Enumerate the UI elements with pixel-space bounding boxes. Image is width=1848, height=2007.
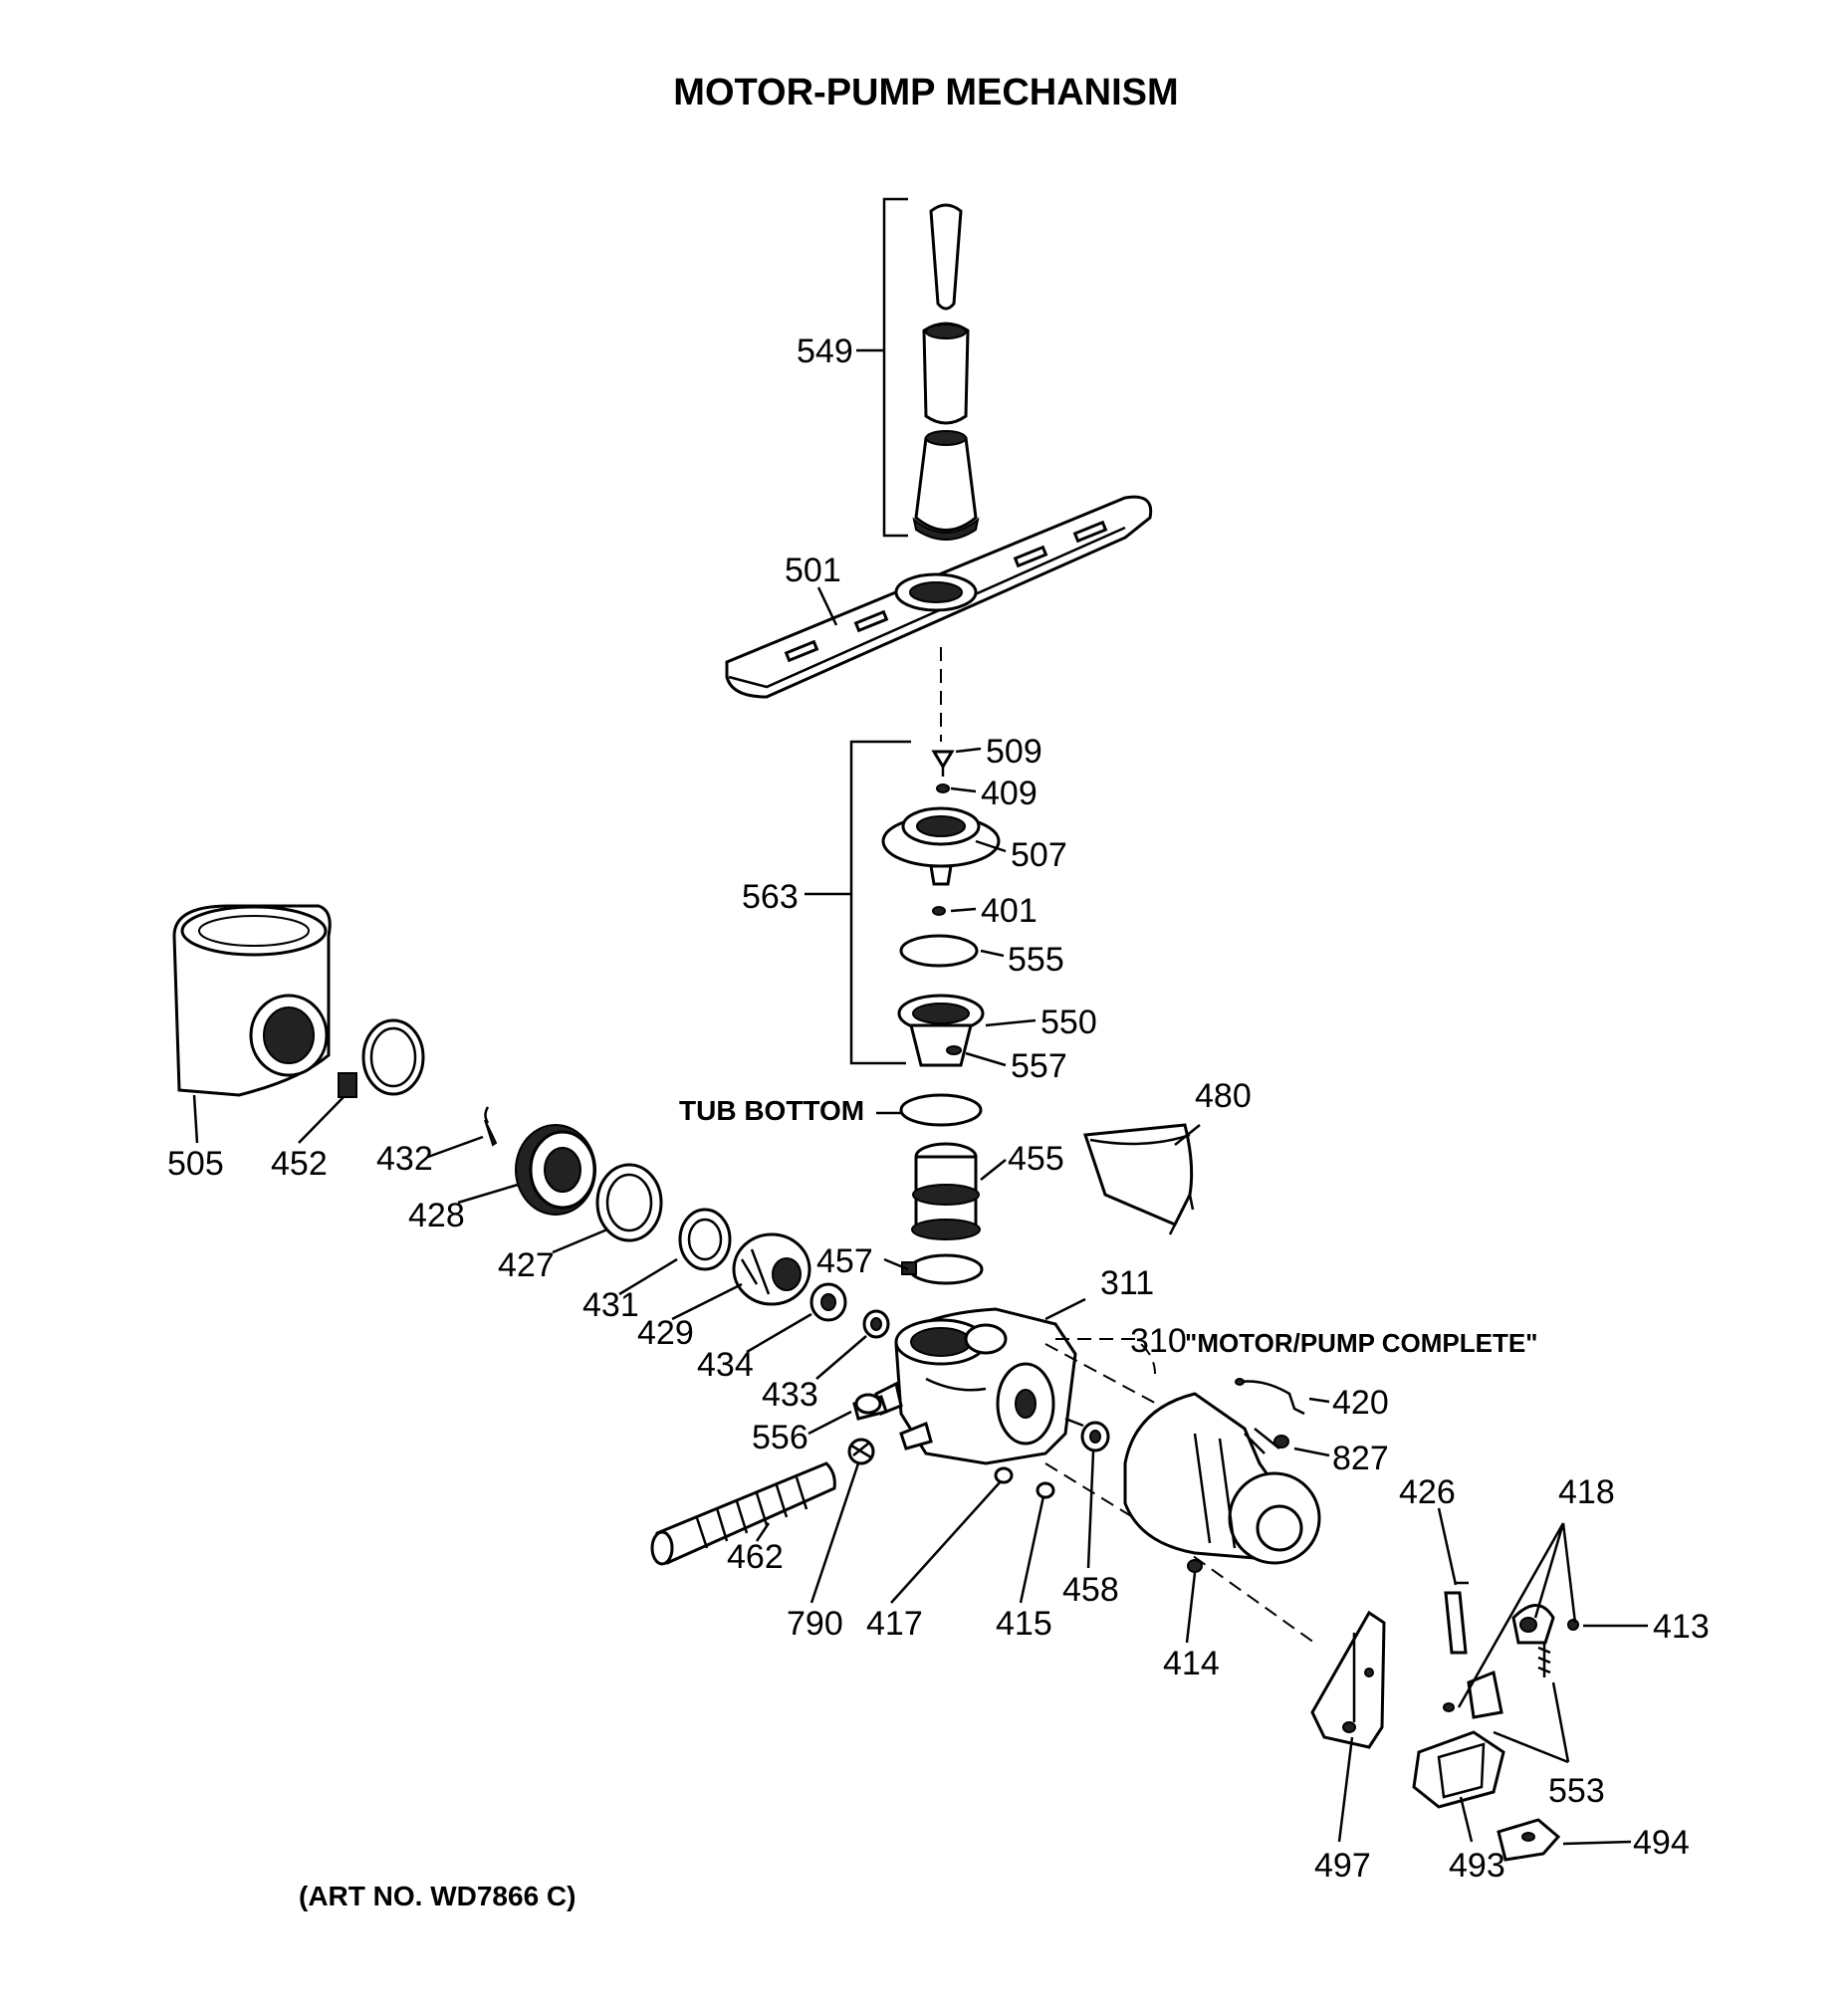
part-434-drawing	[809, 1282, 847, 1322]
label-549: 549	[797, 333, 853, 370]
label-311: 311	[1100, 1264, 1154, 1302]
label-550: 550	[1040, 1004, 1097, 1041]
label-433: 433	[762, 1376, 818, 1414]
part-497-drawing	[1310, 1610, 1386, 1749]
label-555: 555	[1008, 941, 1064, 979]
label-401: 401	[981, 892, 1038, 930]
label-509: 509	[986, 733, 1042, 771]
part-429-drawing	[732, 1232, 811, 1306]
part-827-drawing	[1273, 1435, 1289, 1449]
label-413: 413	[1653, 1608, 1710, 1646]
part-494-drawing	[1497, 1818, 1561, 1862]
diagram-title: MOTOR-PUMP MECHANISM	[673, 72, 1178, 113]
label-429: 429	[637, 1314, 694, 1352]
label-480: 480	[1195, 1077, 1252, 1115]
label-457: 457	[816, 1242, 873, 1280]
part-418-drawing	[1443, 1604, 1555, 1719]
label-417: 417	[866, 1605, 923, 1643]
part-420-drawing	[1235, 1378, 1305, 1416]
label-432: 432	[376, 1140, 433, 1178]
label-493: 493	[1449, 1847, 1505, 1885]
part-563-drawing	[849, 740, 1001, 1127]
leader-lines	[192, 348, 1648, 1846]
part-426-drawing	[1444, 1581, 1469, 1655]
label-452: 452	[271, 1145, 328, 1183]
part-311-drawing	[874, 1307, 1077, 1465]
label-556: 556	[752, 1419, 808, 1456]
label-414: 414	[1163, 1645, 1220, 1682]
label-420: 420	[1332, 1384, 1389, 1422]
label-790: 790	[787, 1605, 843, 1643]
part-556-drawing	[852, 1393, 888, 1421]
part-493-drawing	[1412, 1730, 1505, 1809]
label-415: 415	[996, 1605, 1052, 1643]
label-462: 462	[727, 1538, 784, 1576]
part-553-drawing	[1537, 1643, 1551, 1677]
label-427: 427	[498, 1246, 555, 1284]
part-790-drawing	[847, 1438, 875, 1465]
label-434: 434	[697, 1346, 754, 1384]
label-426: 426	[1399, 1473, 1456, 1511]
label-418: 418	[1558, 1473, 1615, 1511]
part-310-drawing	[1044, 1338, 1321, 1644]
part-549-drawing	[882, 197, 980, 541]
label-428: 428	[408, 1197, 465, 1234]
label-310: 310	[1130, 1322, 1187, 1360]
part-413-drawing	[1567, 1619, 1579, 1631]
part-431-drawing	[678, 1208, 732, 1271]
tub-bottom-label: TUB BOTTOM	[679, 1095, 864, 1126]
part-452-drawing	[338, 1018, 425, 1098]
label-507: 507	[1011, 836, 1067, 874]
part-417-drawing	[994, 1466, 1014, 1484]
part-433-drawing	[862, 1309, 890, 1339]
label-827: 827	[1332, 1440, 1389, 1477]
label-501: 501	[785, 552, 841, 589]
label-409: 409	[981, 775, 1038, 812]
label-458: 458	[1062, 1571, 1119, 1609]
label-494: 494	[1633, 1824, 1690, 1862]
art-number: (ART NO. WD7866 C)	[299, 1881, 576, 1911]
motor-pump-complete-label: "MOTOR/PUMP COMPLETE"	[1185, 1328, 1538, 1358]
part-428-drawing	[484, 1106, 596, 1216]
label-431: 431	[582, 1286, 639, 1324]
label-553: 553	[1548, 1772, 1605, 1810]
part-462-drawing	[650, 1461, 836, 1566]
part-415-drawing	[1036, 1481, 1055, 1499]
part-427-drawing	[595, 1163, 663, 1242]
label-455: 455	[1008, 1140, 1064, 1178]
part-505-drawing	[172, 904, 332, 1097]
part-480-drawing	[1082, 1123, 1195, 1235]
label-497: 497	[1314, 1847, 1371, 1885]
label-557: 557	[1011, 1047, 1067, 1085]
part-414-drawing	[1187, 1559, 1203, 1573]
part-501-drawing	[725, 495, 1153, 742]
part-458-drawing	[1064, 1417, 1110, 1452]
part-455-drawing	[901, 1142, 984, 1285]
label-563: 563	[742, 878, 799, 916]
label-505: 505	[167, 1145, 224, 1183]
